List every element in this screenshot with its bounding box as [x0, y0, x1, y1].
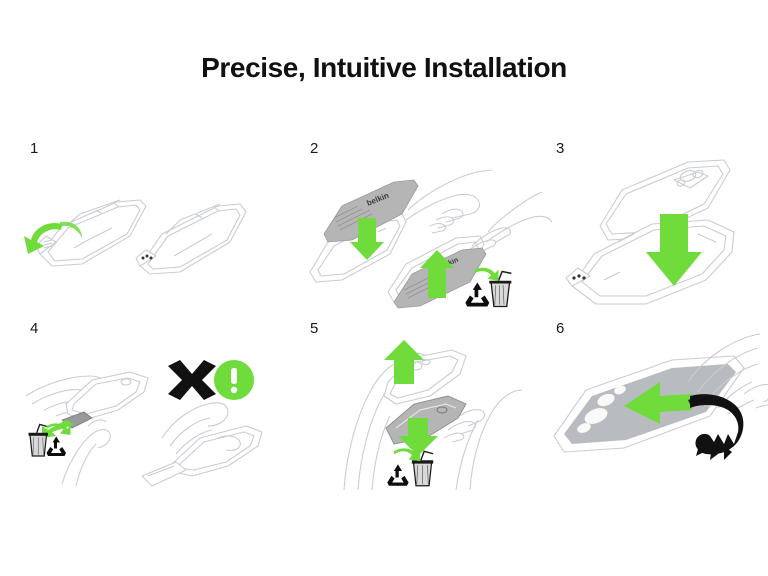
- tray-right: [135, 203, 247, 275]
- step-3-illustration: [548, 154, 768, 310]
- phone-incorrect: [171, 425, 263, 477]
- recycle-symbol: [46, 436, 66, 456]
- hand-lower-left: [61, 419, 111, 487]
- curved-green-arrow: [24, 221, 82, 254]
- step-1-illustration: [22, 154, 262, 310]
- green-warning-icon: [214, 360, 254, 400]
- port-dots: [141, 254, 153, 260]
- recycle-symbol: [465, 282, 490, 307]
- step-2-illustration: belkin: [302, 154, 553, 310]
- pull-green-arrow-left: [42, 420, 74, 438]
- phone-5: [383, 349, 467, 405]
- step-number-5: 5: [310, 320, 319, 337]
- black-x-icon: [168, 360, 216, 400]
- step-6: 6: [548, 320, 768, 490]
- up-green-arrow-right: [420, 250, 454, 298]
- up-green-arrow-5: [384, 340, 424, 384]
- step-6-illustration: [548, 333, 768, 490]
- step-5: 5: [302, 320, 542, 491]
- trash-bin: [489, 270, 512, 308]
- microfiber-cloth-icon: [688, 394, 744, 460]
- hand-left-panel: [405, 169, 493, 234]
- recycle-bin-icon: [387, 448, 434, 487]
- step-number-1: 1: [30, 140, 39, 157]
- down-green-arrow-left: [350, 218, 384, 260]
- phone-back: [599, 159, 731, 241]
- applicator-tray: [565, 219, 735, 305]
- hand-right-5: [443, 389, 523, 491]
- step-2: 2: [302, 140, 553, 310]
- down-green-arrow-5: [398, 418, 438, 456]
- tab-incorrect: [141, 461, 187, 487]
- step-number-6: 6: [556, 320, 565, 337]
- port-dots: [572, 274, 586, 280]
- left-green-arrow: [624, 382, 692, 424]
- phone-in-hand-left: [65, 371, 149, 421]
- recycle-bin-icon: [28, 423, 71, 457]
- step-3: 3: [548, 140, 768, 310]
- step-5-illustration: [302, 334, 542, 491]
- smudge-marks: [577, 385, 626, 433]
- down-green-arrow: [646, 214, 702, 286]
- step-4-illustration: [22, 334, 263, 490]
- step-1: 1: [22, 140, 262, 310]
- recycle-green-arrow: [474, 267, 499, 281]
- hand-right-panel: [461, 191, 553, 261]
- belkin-liner-left: belkin: [323, 179, 419, 243]
- step-4: 4: [22, 320, 263, 490]
- camera-module: [673, 169, 709, 189]
- step-number-2: 2: [310, 140, 319, 157]
- recycle-symbol: [387, 464, 409, 486]
- step-number-4: 4: [30, 320, 39, 337]
- page-title: Precise, Intuitive Installation: [201, 52, 567, 83]
- step-number-3: 3: [556, 140, 565, 157]
- tray-left: [35, 199, 147, 267]
